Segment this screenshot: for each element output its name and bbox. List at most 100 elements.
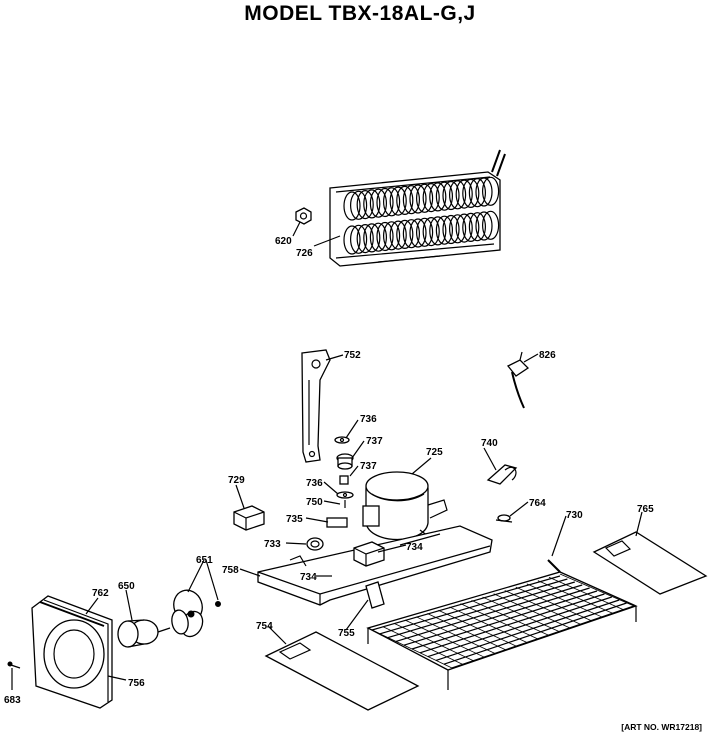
- evaporator-coil-loop: [376, 221, 394, 252]
- label-765: 765: [637, 504, 654, 515]
- condenser-wire: [449, 606, 528, 643]
- label-752: 752: [344, 350, 361, 361]
- evaporator-coil-loop: [442, 214, 460, 245]
- label-750: 750: [306, 497, 323, 508]
- label-755: 755: [338, 628, 355, 639]
- evaporator-coil-loop: [343, 225, 361, 255]
- condenser-tube: [451, 605, 635, 669]
- condenser-tube: [411, 590, 598, 650]
- evaporator-coil-loop: [343, 191, 361, 221]
- label-651: 651: [196, 555, 213, 566]
- evaporator-coil-loop: [356, 224, 374, 254]
- cover-panel-765: [592, 531, 708, 595]
- evaporator-coil-loop: [449, 180, 467, 210]
- condenser-wire: [393, 623, 474, 662]
- label-762: 762: [92, 588, 109, 599]
- evaporator-coil-loop: [409, 184, 427, 214]
- evaporator-coil-loop: [350, 190, 368, 220]
- grommets-736-737: [334, 436, 354, 508]
- evaporator-coil-loop: [376, 187, 394, 218]
- label-725: 725: [426, 447, 443, 458]
- base-frame-758: [257, 525, 493, 606]
- evaporator-coil-loop: [449, 214, 467, 244]
- compressor-725: [362, 471, 448, 546]
- label-733: 733: [264, 539, 281, 550]
- evaporator-coil-loop: [363, 223, 381, 253]
- evaporator-coil-loop: [429, 216, 447, 246]
- evaporator-coil-loop: [435, 215, 453, 245]
- fan-blade-651: [171, 589, 221, 638]
- label-764: 764: [529, 498, 546, 509]
- evaporator-coil-loop: [442, 180, 460, 211]
- label-740: 740: [481, 438, 498, 449]
- evaporator-coil-loop: [422, 183, 440, 213]
- evaporator-coil-loop: [482, 210, 500, 240]
- condenser-tube: [419, 593, 605, 654]
- cover-panel-754: [264, 631, 420, 711]
- condenser-wire: [482, 596, 560, 632]
- evaporator-coil-loop: [482, 176, 500, 206]
- condenser-tube: [427, 596, 612, 658]
- condenser-730: [366, 559, 638, 690]
- condenser-wire: [460, 603, 538, 640]
- label-737: 737: [366, 436, 383, 447]
- label-683: 683: [4, 695, 21, 706]
- evaporator-coil-loop: [462, 178, 480, 208]
- screw-764: [495, 514, 513, 523]
- condenser-wire: [371, 629, 453, 669]
- label-620: 620: [275, 236, 292, 247]
- evaporator-coil-loop: [416, 217, 434, 247]
- condenser-wire: [493, 593, 570, 629]
- condenser-wire: [416, 616, 495, 654]
- evaporator-coil-loop: [356, 190, 374, 220]
- evaporator-coil-loop: [475, 177, 493, 207]
- label-736: 736: [306, 478, 323, 489]
- evaporator-coil-loop: [435, 181, 453, 211]
- terminal-parts-735-734: [326, 517, 385, 609]
- evaporator-coil-loop: [455, 213, 473, 243]
- evaporator-coil-loop: [389, 186, 407, 216]
- evaporator-coil-loop: [455, 179, 473, 209]
- evaporator-coil-loop: [475, 211, 493, 241]
- condenser-wire: [559, 573, 635, 607]
- relay-729: [233, 505, 265, 531]
- condenser-wire: [537, 580, 613, 614]
- condenser-wire: [515, 586, 592, 621]
- label-736: 736: [360, 414, 377, 425]
- label-734: 734: [300, 572, 317, 583]
- evaporator-coil-loop: [389, 220, 407, 250]
- condenser-tube: [443, 602, 627, 665]
- evaporator-coil-loop: [462, 212, 480, 242]
- bracket-752: [301, 349, 331, 463]
- label-737: 737: [360, 461, 377, 472]
- overload-826: [506, 351, 530, 409]
- label-826: 826: [539, 350, 556, 361]
- evaporator-726: [329, 149, 506, 267]
- condenser-wire: [504, 590, 581, 625]
- evaporator-coil-loop: [468, 212, 486, 242]
- evaporator-coil-loop: [369, 222, 387, 252]
- evaporator-coil-loop: [383, 187, 401, 217]
- evaporator-coil-loop: [416, 183, 434, 213]
- label-730: 730: [566, 510, 583, 521]
- diagram-title: MODEL TBX-18AL-G,J: [244, 2, 476, 25]
- label-735: 735: [286, 514, 303, 525]
- leader-lines: [11, 221, 643, 690]
- fan-shroud-756: [31, 595, 113, 709]
- label-758: 758: [222, 565, 239, 576]
- capacitor-733: [306, 537, 324, 551]
- art-number: [ART NO. WR17218]: [621, 722, 702, 732]
- condenser-wire: [427, 613, 506, 651]
- evaporator-coil-loop: [350, 224, 368, 254]
- condenser-wire: [526, 583, 603, 618]
- evaporator-coil-loop: [422, 217, 440, 247]
- condenser-wire: [471, 599, 549, 636]
- label-650: 650: [118, 581, 135, 592]
- evaporator-coil-loop: [402, 219, 420, 249]
- fan-motor-650: [117, 619, 171, 648]
- label-754: 754: [256, 621, 273, 632]
- evaporator-coil-loop: [429, 182, 447, 212]
- condenser-wire: [405, 619, 485, 658]
- evaporator-coil-loop: [396, 219, 414, 249]
